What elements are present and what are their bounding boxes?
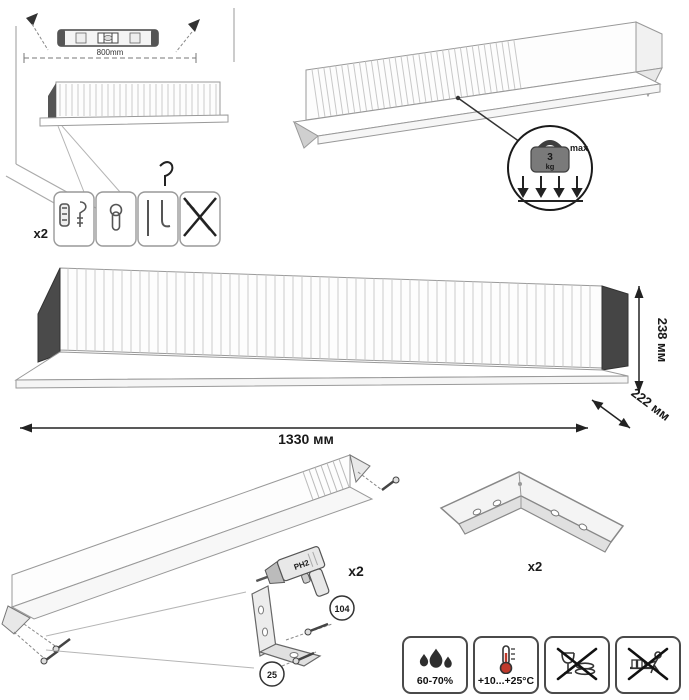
left-end-bracket-fitting	[1, 605, 71, 665]
width-label: 1330 мм	[278, 431, 334, 447]
measure-line: 800mm	[23, 48, 197, 63]
bracket-count-label: x2	[528, 559, 542, 574]
humidity-box: 60-70%	[402, 636, 468, 694]
width-dimension: 1330 мм	[20, 423, 588, 447]
callout-leader-lines	[57, 125, 121, 193]
shelf-back-panel	[59, 267, 603, 369]
hardware-count-label: x2	[34, 226, 48, 241]
load-arrows	[517, 176, 583, 202]
callout-circle-top: 104	[329, 595, 355, 621]
temperature-box: +10...+25°C	[473, 636, 539, 694]
load-qualifier: max	[570, 143, 588, 153]
load-unit: kg	[546, 162, 555, 171]
wall-mounting-scene: 800mm	[2, 6, 250, 255]
callout-line	[457, 97, 521, 143]
care-icons-strip: 60-70% +10...+25°C	[402, 636, 681, 694]
max-load-drawing: 3 kg max	[292, 21, 663, 211]
temperature-label: +10...+25°C	[477, 674, 535, 687]
spirit-level-icon	[57, 29, 159, 47]
detail-leader-lines	[45, 591, 255, 669]
shelf-slats	[59, 84, 217, 116]
drill-icon: PH2	[255, 546, 330, 597]
bracket-holes	[472, 499, 588, 531]
measure-label: 800mm	[97, 48, 124, 57]
thermometer-icon	[499, 644, 515, 674]
wall-mounting-drawing: 800mm	[5, 8, 235, 247]
inverted-shelf-panel	[11, 454, 351, 608]
shelf-front-view: 1330 мм 238 мм 222 мм	[14, 267, 673, 447]
dimensioned-shelf-scene: 1330 мм 238 мм 222 мм	[10, 252, 682, 453]
inverted-shelf-board	[10, 486, 374, 620]
bracket-assembly-drawing: PH2 104 25 x2	[1, 454, 400, 687]
left-end-bracket	[37, 267, 61, 363]
right-end-bracket-fitting	[349, 454, 400, 491]
humidity-label: 60-70%	[416, 674, 454, 687]
corner-bracket-detail	[251, 585, 322, 667]
humidity-drops-icon	[419, 648, 452, 668]
callout-circle-bottom: 25	[259, 661, 285, 687]
screws-count-label: x2	[348, 563, 364, 579]
pencil-mark-icon	[26, 13, 200, 53]
hook-icon	[159, 161, 174, 186]
height-label: 238 мм	[655, 318, 670, 363]
rail-hook-icon	[147, 200, 171, 236]
no-climbing-box	[615, 636, 681, 694]
no-climbing-icon	[627, 647, 669, 681]
keyhole-hanger-icon	[109, 203, 123, 231]
forbidden-fastener-icon	[183, 197, 217, 237]
right-end-bracket	[601, 285, 629, 371]
hook-screw-icon	[59, 201, 87, 227]
no-dishes-icon	[556, 647, 598, 681]
callout-top-label: 104	[334, 604, 349, 614]
depth-label: 222 мм	[628, 385, 673, 424]
shelf-on-wall-mini	[39, 81, 229, 127]
bracket-assembly-scene: PH2 104 25 x2	[0, 436, 412, 700]
hardware-panels	[53, 191, 221, 247]
shelf-slats	[302, 458, 351, 503]
load-value: 3	[547, 152, 553, 163]
max-load-scene: 3 kg max	[272, 4, 687, 221]
screw-icon	[281, 622, 333, 667]
callout-bottom-label: 25	[267, 670, 277, 680]
bracket-part-scene: x2	[425, 456, 660, 583]
kettlebell-weight-icon: 3 kg	[530, 140, 570, 173]
corner-bracket-part: x2	[439, 471, 625, 574]
height-dimension: 238 мм	[634, 286, 670, 393]
depth-dimension: 222 мм	[591, 385, 673, 429]
no-dishes-box	[544, 636, 610, 694]
